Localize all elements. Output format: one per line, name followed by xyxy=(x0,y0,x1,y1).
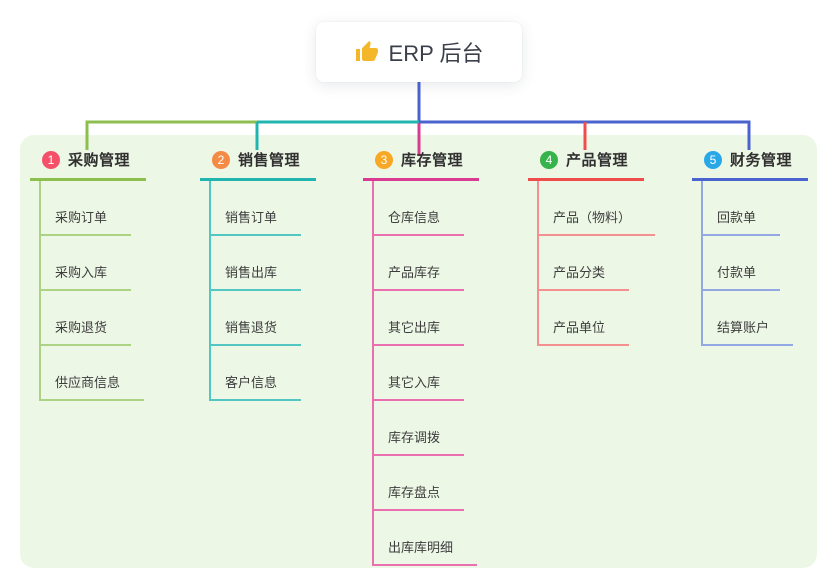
branch-label: 采购管理 xyxy=(68,152,131,169)
leaf-node[interactable]: 其它出库 xyxy=(374,291,465,346)
branch-children: 产品（物料） 产品分类 产品单位 xyxy=(537,181,656,346)
leaf-label: 销售退货 xyxy=(225,320,278,335)
leaf-label: 其它出库 xyxy=(388,320,441,335)
root-node[interactable]: ERP 后台 xyxy=(316,22,522,82)
branch-purchase: 1 采购管理 采购订单 采购入库 采购退货 供应商信息 xyxy=(30,146,147,401)
leaf-label: 产品分类 xyxy=(553,265,606,280)
leaf-node[interactable]: 供应商信息 xyxy=(41,346,145,401)
leaf-node[interactable]: 其它入库 xyxy=(374,346,465,401)
leaf-node[interactable]: 销售订单 xyxy=(211,181,302,236)
branch-header[interactable]: 4 产品管理 xyxy=(528,146,645,181)
leaf-node[interactable]: 库存调拨 xyxy=(374,401,465,456)
branch-inventory: 3 库存管理 仓库信息 产品库存 其它出库 其它入库 库存调拨 库存盘点 出库库… xyxy=(363,146,480,566)
branch-header[interactable]: 5 财务管理 xyxy=(692,146,809,181)
branch-sales: 2 销售管理 销售订单 销售出库 销售退货 客户信息 xyxy=(200,146,317,401)
leaf-node[interactable]: 产品（物料） xyxy=(539,181,656,236)
leaf-node[interactable]: 出库库明细 xyxy=(374,511,478,566)
branch-label: 库存管理 xyxy=(401,152,464,169)
leaf-label: 产品单位 xyxy=(553,320,606,335)
branch-number-badge: 2 xyxy=(212,150,230,169)
leaf-node[interactable]: 采购退货 xyxy=(41,291,132,346)
leaf-node[interactable]: 回款单 xyxy=(703,181,781,236)
branch-label: 产品管理 xyxy=(566,152,629,169)
branch-label: 销售管理 xyxy=(238,152,301,169)
leaf-label: 采购退货 xyxy=(55,320,108,335)
leaf-label: 库存盘点 xyxy=(388,485,441,500)
leaf-label: 付款单 xyxy=(717,265,757,280)
leaf-node[interactable]: 产品分类 xyxy=(539,236,630,291)
leaf-node[interactable]: 销售出库 xyxy=(211,236,302,291)
leaf-node[interactable]: 仓库信息 xyxy=(374,181,465,236)
leaf-label: 销售订单 xyxy=(225,210,278,225)
leaf-node[interactable]: 客户信息 xyxy=(211,346,302,401)
leaf-label: 客户信息 xyxy=(225,375,278,390)
leaf-node[interactable]: 采购入库 xyxy=(41,236,132,291)
branch-children: 仓库信息 产品库存 其它出库 其它入库 库存调拨 库存盘点 出库库明细 xyxy=(372,181,479,566)
leaf-label: 供应商信息 xyxy=(55,375,121,390)
branch-children: 销售订单 销售出库 销售退货 客户信息 xyxy=(209,181,316,401)
leaf-label: 采购订单 xyxy=(55,210,108,225)
leaf-label: 产品（物料） xyxy=(553,210,632,225)
leaf-node[interactable]: 结算账户 xyxy=(703,291,794,346)
branches-panel xyxy=(20,135,817,568)
branch-product: 4 产品管理 产品（物料） 产品分类 产品单位 xyxy=(528,146,656,346)
leaf-node[interactable]: 销售退货 xyxy=(211,291,302,346)
leaf-label: 出库库明细 xyxy=(388,540,454,555)
branch-number-badge: 5 xyxy=(704,150,722,169)
leaf-node[interactable]: 产品库存 xyxy=(374,236,465,291)
leaf-label: 销售出库 xyxy=(225,265,278,280)
branch-children: 采购订单 采购入库 采购退货 供应商信息 xyxy=(39,181,146,401)
branch-label: 财务管理 xyxy=(730,152,793,169)
branch-header[interactable]: 2 销售管理 xyxy=(200,146,317,181)
thumbs-up-icon xyxy=(355,40,379,64)
leaf-label: 产品库存 xyxy=(388,265,441,280)
branch-number-badge: 4 xyxy=(540,150,558,169)
root-label: ERP 后台 xyxy=(388,41,484,66)
leaf-label: 库存调拨 xyxy=(388,430,441,445)
leaf-label: 回款单 xyxy=(717,210,757,225)
branch-number-badge: 1 xyxy=(42,150,60,169)
leaf-label: 仓库信息 xyxy=(388,210,441,225)
leaf-node[interactable]: 付款单 xyxy=(703,236,781,291)
branch-header[interactable]: 3 库存管理 xyxy=(363,146,480,181)
leaf-label: 采购入库 xyxy=(55,265,108,280)
leaf-node[interactable]: 产品单位 xyxy=(539,291,630,346)
branch-number-badge: 3 xyxy=(375,150,393,169)
branch-children: 回款单 付款单 结算账户 xyxy=(701,181,808,346)
leaf-label: 其它入库 xyxy=(388,375,441,390)
branch-finance: 5 财务管理 回款单 付款单 结算账户 xyxy=(692,146,809,346)
leaf-node[interactable]: 库存盘点 xyxy=(374,456,465,511)
branch-header[interactable]: 1 采购管理 xyxy=(30,146,147,181)
leaf-label: 结算账户 xyxy=(717,320,770,335)
leaf-node[interactable]: 采购订单 xyxy=(41,181,132,236)
